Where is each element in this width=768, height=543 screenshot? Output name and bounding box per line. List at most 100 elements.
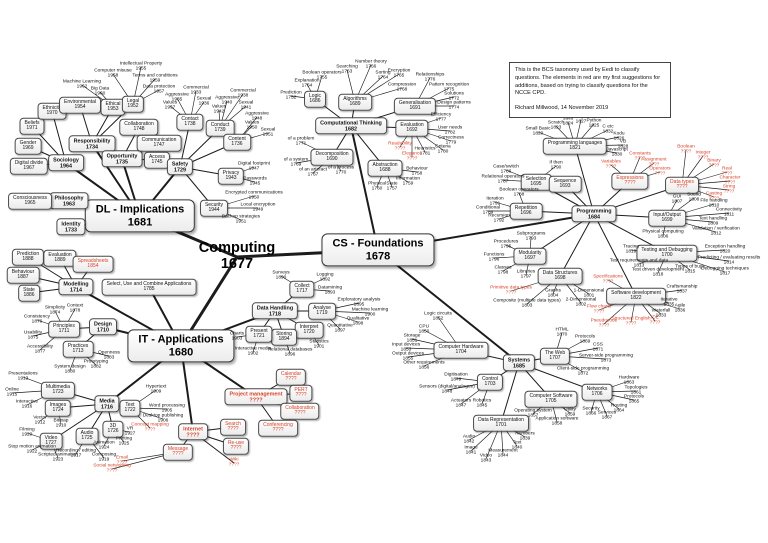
- node-composite-multiple-data-types[interactable]: Composite (multiple data types)1803: [493, 298, 561, 309]
- node-internet[interactable]: Internet????: [178, 423, 208, 441]
- node-string[interactable]: String????: [722, 184, 736, 195]
- node-ide[interactable]: IDE????: [649, 315, 661, 326]
- node-assignment[interactable]: Assignment????: [641, 157, 667, 168]
- node-character[interactable]: Character????: [719, 175, 741, 186]
- node-readability[interactable]: Readability????: [388, 141, 412, 152]
- node-sensors-digital-analogue[interactable]: Sensors (digital/analogue)1848: [419, 384, 475, 395]
- node-real[interactable]: Real????: [721, 166, 733, 177]
- node-casting[interactable]: Casting????: [705, 191, 723, 202]
- node-project-management[interactable]: Project management????: [224, 388, 288, 406]
- node-boolean[interactable]: Boolean????: [677, 144, 695, 155]
- node-search[interactable]: Search????: [220, 418, 246, 436]
- node-conferencing[interactable]: Conferencing????: [258, 419, 298, 437]
